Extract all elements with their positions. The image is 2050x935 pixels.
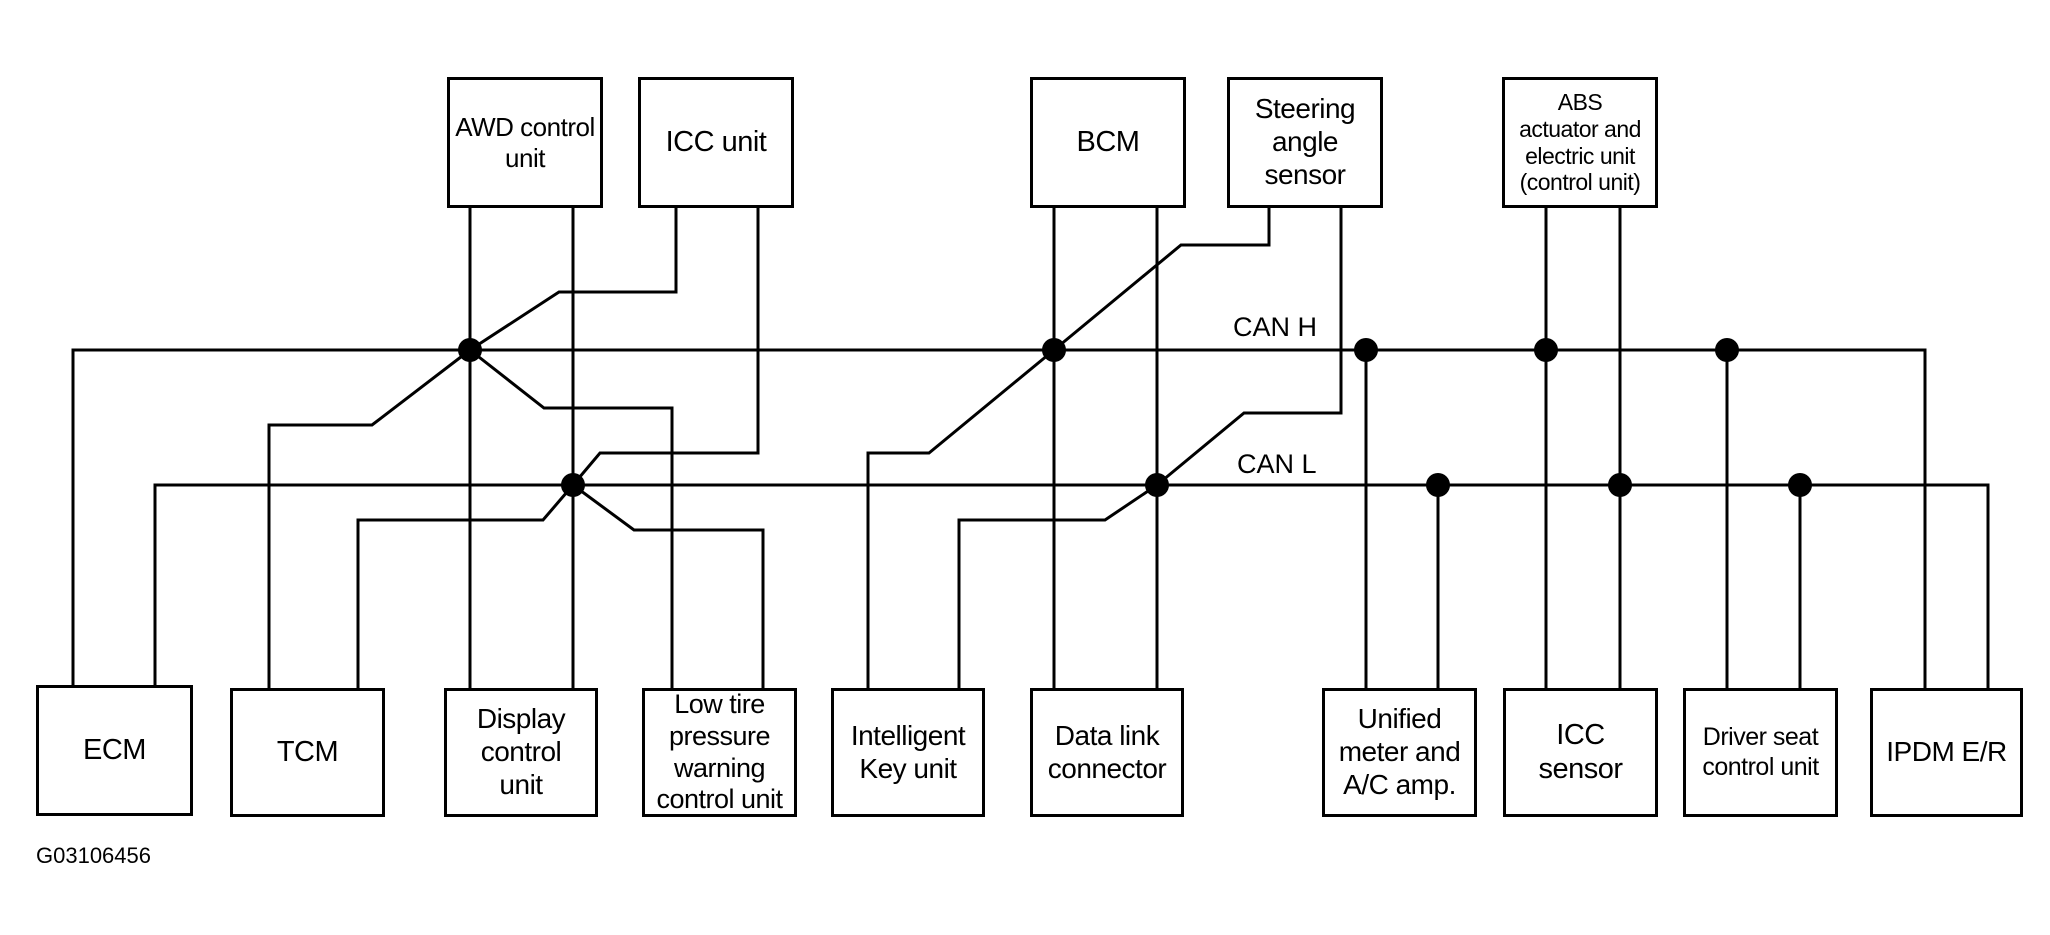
junction-node <box>1145 473 1169 497</box>
ikey-h-wire <box>866 348 1055 690</box>
tcm-l-wire <box>356 484 575 690</box>
junction-node <box>1354 338 1378 362</box>
junction-node <box>561 473 585 497</box>
steering-angle-sensor-box: Steering angle sensor <box>1227 77 1383 208</box>
low-tire-l-wire <box>572 483 765 690</box>
junction-node <box>1426 473 1450 497</box>
junction-node <box>1715 338 1739 362</box>
junction-node <box>1608 473 1632 497</box>
can-h-label: CAN H <box>1233 312 1318 342</box>
steering-h-wire <box>1053 206 1271 352</box>
steering-l-wire <box>1156 206 1343 487</box>
abs-actuator-box: ABS actuator and electric unit (control … <box>1502 77 1658 208</box>
icc-unit-h-wire <box>469 206 678 352</box>
figure-id: G03106456 <box>36 843 151 868</box>
unified-meter-box: Unified meter and A/C amp. <box>1322 688 1477 817</box>
intelligent-key-unit-box: Intelligent Key unit <box>831 688 985 817</box>
icc-sensor-box: ICC sensor <box>1503 688 1658 817</box>
data-link-connector-box: Data link connector <box>1030 688 1184 817</box>
icc-unit-l-wire <box>571 206 760 486</box>
tcm-box: TCM <box>230 688 385 817</box>
icc-unit-box: ICC unit <box>638 77 794 208</box>
can-l-bus-line <box>153 483 1990 690</box>
junction-node <box>1788 473 1812 497</box>
low-tire-h-wire <box>469 348 674 690</box>
junction-node <box>1534 338 1558 362</box>
ikey-l-wire <box>957 483 1158 690</box>
can-l-label: CAN L <box>1237 449 1317 479</box>
junction-node <box>1042 338 1066 362</box>
driver-seat-control-unit-box: Driver seat control unit <box>1683 688 1838 817</box>
display-control-unit-box: Display control unit <box>444 688 598 817</box>
can-h-bus-line <box>71 348 1927 690</box>
ipdm-er-box: IPDM E/R <box>1870 688 2023 817</box>
low-tire-pressure-box: Low tire pressure warning control unit <box>642 688 797 817</box>
bcm-box: BCM <box>1030 77 1186 208</box>
ecm-box: ECM <box>36 685 193 816</box>
tcm-h-wire <box>267 348 471 690</box>
junction-node <box>458 338 482 362</box>
awd-control-unit-box: AWD control unit <box>447 77 603 208</box>
